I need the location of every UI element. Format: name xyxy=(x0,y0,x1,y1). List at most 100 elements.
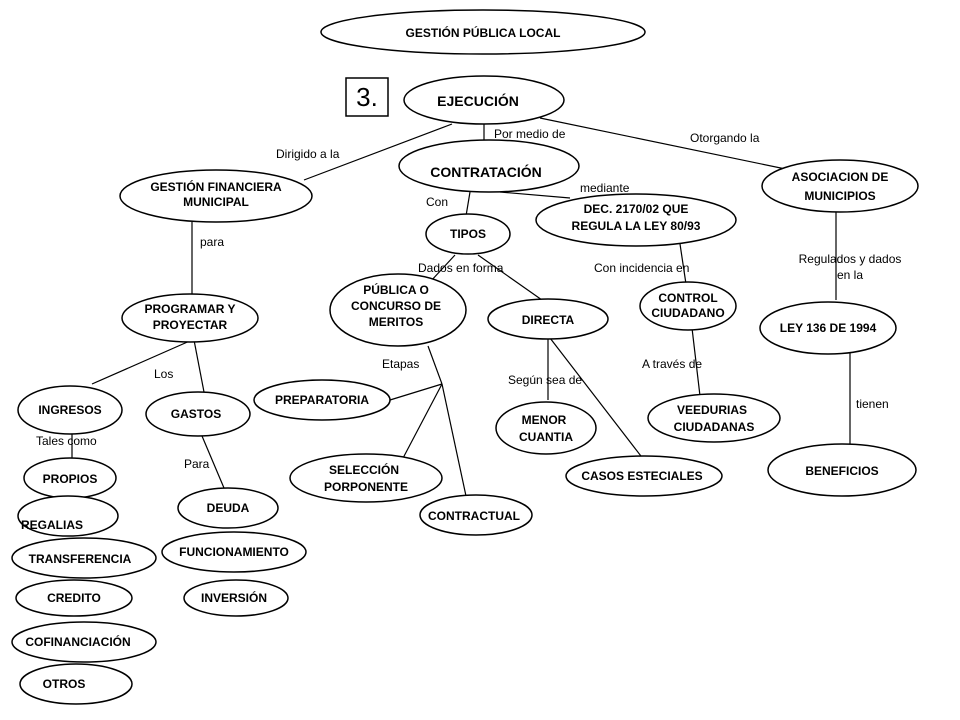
node-deuda: DEUDA xyxy=(177,487,279,529)
node-gestion-financiera-line2: MUNICIPAL xyxy=(183,195,249,209)
node-preparatoria: PREPARATORIA xyxy=(253,379,391,421)
label-segun-sea-de: Según sea de xyxy=(508,373,582,387)
node-tipos: TIPOS xyxy=(425,213,511,255)
edge-contratacion-dec xyxy=(499,191,571,199)
node-gestion-financiera-line1: GESTIÓN FINANCIERA xyxy=(150,179,282,194)
edge-programar-ingresos xyxy=(91,339,193,385)
node-inversion: INVERSIÓN xyxy=(183,579,289,617)
node-menor: MENOR CUANTIA xyxy=(495,401,597,455)
node-asociacion-line2: MUNICIPIOS xyxy=(804,189,875,203)
edge-hub-contractual xyxy=(441,383,467,497)
node-casos: CASOS ESTECIALES xyxy=(565,455,723,497)
edge-hub-seleccion xyxy=(401,383,443,461)
edge-ejecucion-asociacion xyxy=(539,117,801,173)
node-programar-line1: PROGRAMAR Y xyxy=(144,302,235,316)
edge-hub-preparatoria xyxy=(389,383,443,401)
node-veedurias: VEEDURIAS CIUDADANAS xyxy=(647,393,781,443)
node-tipos-label: TIPOS xyxy=(450,227,486,241)
node-credito: CREDITO xyxy=(15,579,133,617)
node-contratacion-label: CONTRATACIÓN xyxy=(430,163,541,180)
node-veedurias-line2: CIUDADANAS xyxy=(674,420,755,434)
node-directa: DIRECTA xyxy=(487,298,609,340)
edge-tipos-directa xyxy=(477,254,543,301)
node-asociacion-line1: ASOCIACION DE xyxy=(792,170,889,184)
node-transferencia: TRANSFERENCIA xyxy=(11,537,157,579)
section-number-box: 3. xyxy=(345,77,389,117)
label-tienen: tienen xyxy=(856,397,889,411)
node-ley136-label: LEY 136 DE 1994 xyxy=(780,321,877,335)
node-programar: PROGRAMAR Y PROYECTAR xyxy=(121,293,259,343)
label-con: Con xyxy=(426,195,448,209)
node-otros-label: OTROS xyxy=(43,677,86,691)
node-seleccion-line2: PORPONENTE xyxy=(324,480,408,494)
node-seleccion-line1: SELECCIÓN xyxy=(329,462,399,477)
edge-tipos-publica xyxy=(429,254,456,283)
node-preparatoria-label: PREPARATORIA xyxy=(275,393,369,407)
node-casos-label: CASOS ESTECIALES xyxy=(581,469,702,483)
node-credito-label: CREDITO xyxy=(47,591,101,605)
node-publica-line2: CONCURSO DE xyxy=(351,299,441,313)
title-text: GESTIÓN PÚBLICA LOCAL xyxy=(406,25,561,40)
label-tales-como: Tales como xyxy=(36,434,97,448)
node-control-line2: CIUDADANO xyxy=(651,306,724,320)
label-regulados-line1: Regulados y dados xyxy=(799,252,902,266)
section-number-text: 3. xyxy=(356,82,378,112)
edge-dec-control xyxy=(679,243,687,285)
node-deuda-label: DEUDA xyxy=(207,501,250,515)
node-funcionamiento: FUNCIONAMIENTO xyxy=(161,531,307,573)
connectors xyxy=(71,117,851,497)
connector-labels: Por medio de Otorgando la Dirigido a la … xyxy=(36,127,901,471)
edge-directa-casos xyxy=(549,337,645,461)
edge-programar-gastos xyxy=(193,339,205,393)
node-otros: OTROS xyxy=(19,663,133,705)
node-control-line1: CONTROL xyxy=(658,291,717,305)
label-por-medio-de: Por medio de xyxy=(494,127,566,141)
node-ejecucion: EJECUCIÓN xyxy=(403,75,565,125)
edge-contratacion-tipos xyxy=(465,191,471,217)
node-propios-label: PROPIOS xyxy=(43,472,98,486)
label-otorgando-la: Otorgando la xyxy=(690,131,760,145)
label-regulados-line2: en la xyxy=(837,268,863,282)
edge-ejecucion-gestion-financiera xyxy=(303,123,453,181)
node-contratacion: CONTRATACIÓN xyxy=(398,139,580,193)
node-dec-line1: DEC. 2170/02 QUE xyxy=(584,202,689,216)
title-node: GESTIÓN PÚBLICA LOCAL xyxy=(320,9,646,55)
node-publica-line3: MERITOS xyxy=(369,315,423,329)
node-beneficios-label: BENEFICIOS xyxy=(805,464,878,478)
node-asociacion: ASOCIACION DE MUNICIPIOS xyxy=(761,159,919,213)
node-ley136: LEY 136 DE 1994 xyxy=(759,301,897,355)
label-etapas: Etapas xyxy=(382,357,419,371)
node-directa-label: DIRECTA xyxy=(522,313,575,327)
node-publica: PÚBLICA O CONCURSO DE MERITOS xyxy=(329,273,467,347)
node-dec-line2: REGULA LA LEY 80/93 xyxy=(572,219,701,233)
node-programar-line2: PROYECTAR xyxy=(153,318,228,332)
label-los: Los xyxy=(154,367,173,381)
node-contractual: CONTRACTUAL xyxy=(419,494,533,536)
label-mediante: mediante xyxy=(580,181,630,195)
node-propios: PROPIOS xyxy=(23,457,117,499)
node-regalias-label: REGALIAS xyxy=(21,518,83,532)
node-dec: DEC. 2170/02 QUE REGULA LA LEY 80/93 xyxy=(535,193,737,247)
label-para-gastos: Para xyxy=(184,457,210,471)
node-regalias: REGALIAS xyxy=(17,495,119,537)
node-menor-line2: CUANTIA xyxy=(519,430,573,444)
node-gestion-financiera: GESTIÓN FINANCIERA MUNICIPAL xyxy=(119,169,313,223)
node-cofinanciacion-label: COFINANCIACIÓN xyxy=(25,634,130,649)
edge-gastos-deuda xyxy=(201,435,225,489)
node-control: CONTROL CIUDADANO xyxy=(639,281,737,331)
node-publica-line1: PÚBLICA O xyxy=(363,282,429,297)
label-para: para xyxy=(200,235,224,249)
node-veedurias-line1: VEEDURIAS xyxy=(677,403,747,417)
edge-publica-etapas-hub xyxy=(427,345,443,385)
label-dados-en-forma: Dados en forma xyxy=(418,261,504,275)
node-ejecucion-label: EJECUCIÓN xyxy=(437,92,519,109)
label-con-incidencia-en: Con incidencia en xyxy=(594,261,689,275)
node-transferencia-label: TRANSFERENCIA xyxy=(29,552,132,566)
node-funcionamiento-label: FUNCIONAMIENTO xyxy=(179,545,289,559)
node-ingresos: INGRESOS xyxy=(17,385,123,435)
node-ingresos-label: INGRESOS xyxy=(38,403,101,417)
node-menor-line1: MENOR xyxy=(522,413,567,427)
node-seleccion: SELECCIÓN PORPONENTE xyxy=(289,453,443,503)
node-beneficios: BENEFICIOS xyxy=(767,443,917,497)
